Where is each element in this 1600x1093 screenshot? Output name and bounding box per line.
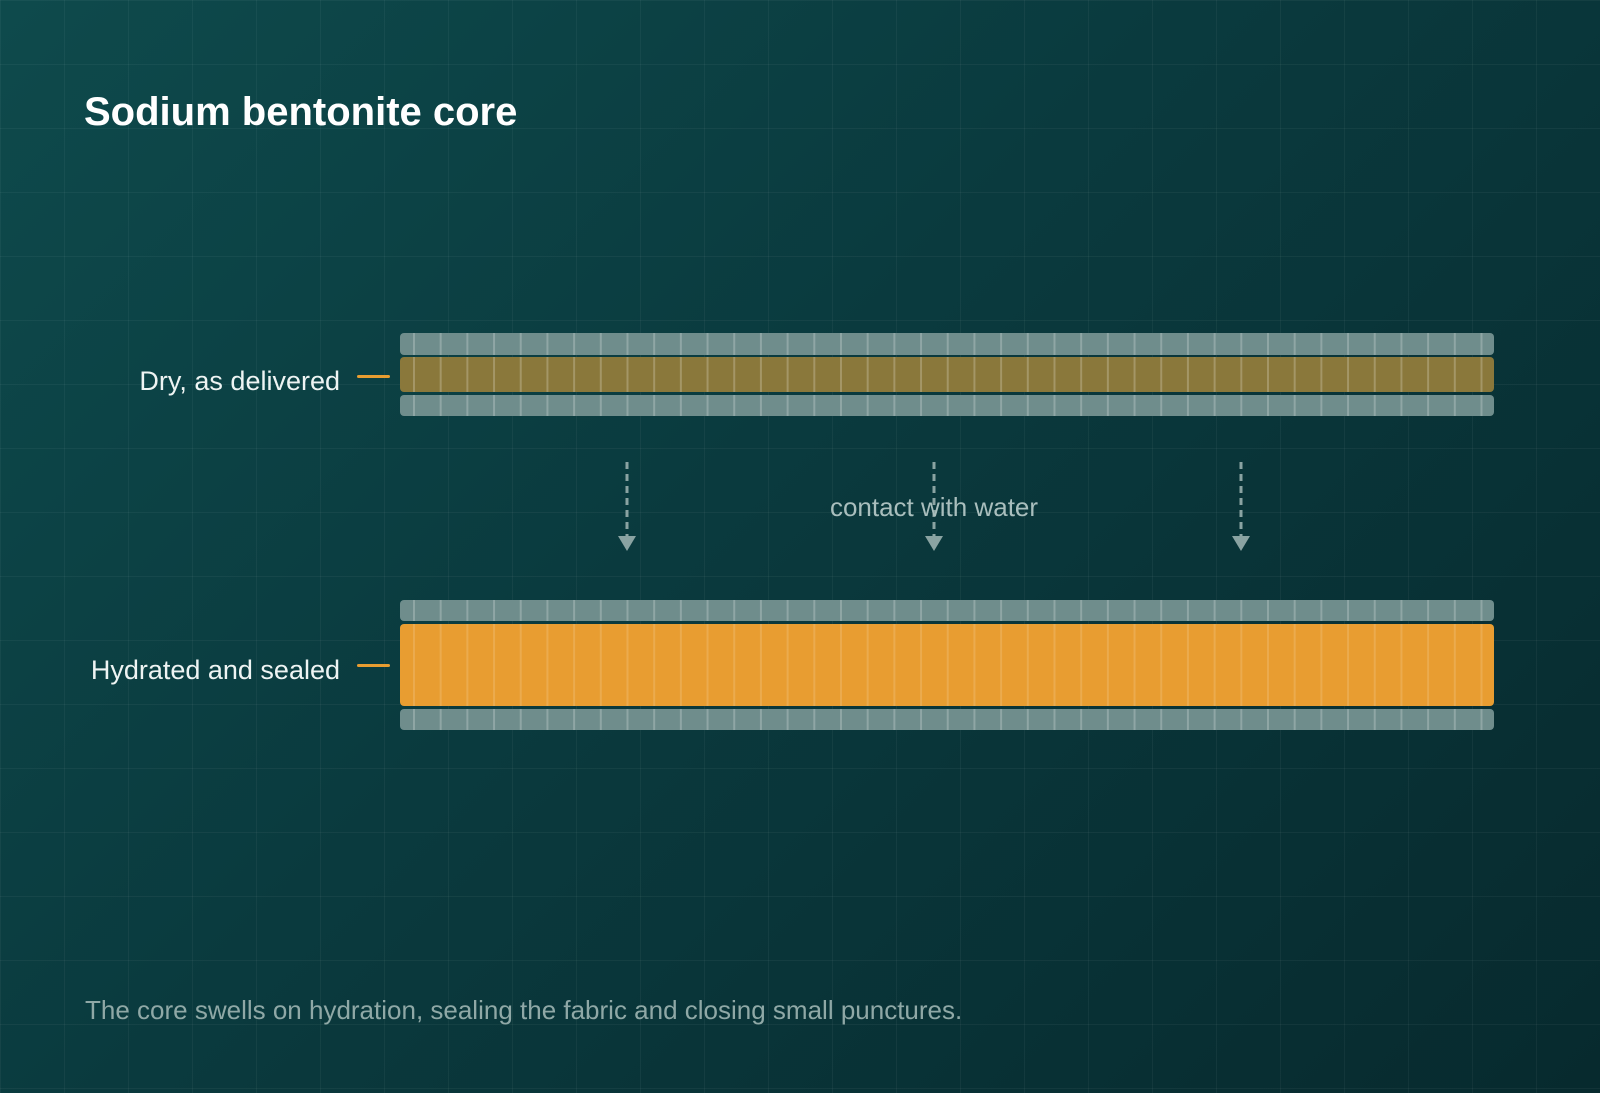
dry-top-fabric-layer — [400, 333, 1494, 355]
dry-state-label: Dry, as delivered — [139, 366, 340, 396]
hydrated-top-fabric-layer — [400, 600, 1494, 621]
dry-bentonite-core-layer — [400, 357, 1494, 392]
hydrated-state-label: Hydrated and sealed — [90, 655, 340, 685]
transition-label: contact with water — [829, 492, 1039, 522]
hydrated-bottom-fabric-layer — [400, 709, 1494, 730]
dry-state-leader-line — [357, 375, 390, 378]
dry-bottom-fabric-layer — [400, 395, 1494, 416]
arrow-right — [1232, 462, 1250, 551]
caption: The core swells on hydration, sealing th… — [85, 995, 963, 1025]
hydrated-bentonite-core-layer — [400, 624, 1494, 706]
page-title: Sodium bentonite core — [84, 90, 518, 134]
arrow-center — [925, 462, 943, 551]
hydrated-state-leader-line — [357, 664, 390, 667]
arrow-left — [618, 462, 636, 551]
